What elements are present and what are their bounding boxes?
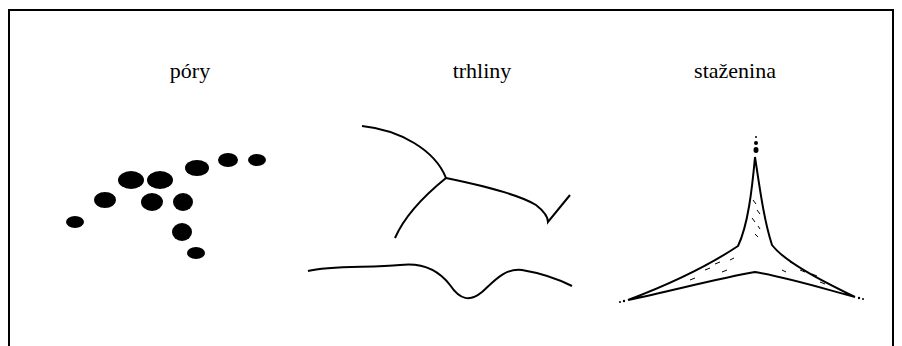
section-label: póry	[170, 58, 210, 84]
section-label: trhliny	[453, 58, 512, 84]
section-label: staženina	[694, 58, 776, 84]
frame	[9, 10, 893, 346]
shrinkage-cavity	[619, 136, 864, 303]
pores	[66, 153, 266, 259]
cracks	[308, 126, 572, 298]
